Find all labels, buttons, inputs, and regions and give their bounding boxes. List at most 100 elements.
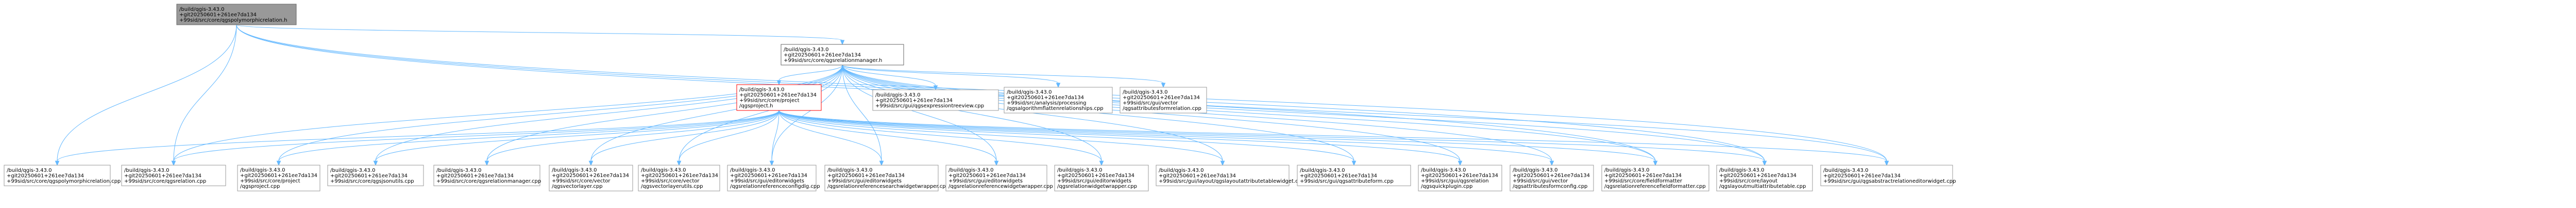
node-box	[1716, 165, 1813, 191]
dependency-edge	[842, 65, 938, 91]
edge-line	[486, 110, 779, 162]
graph-node[interactable]: /build/qgis-3.43.0+git20250601+261ee7da1…	[1716, 165, 1813, 191]
dependency-edge	[842, 65, 1061, 88]
node-label-line: +99sid/src/gui/qgsattributeform.cpp	[1300, 179, 1394, 184]
node-label-line: +99sid/src/core/project	[240, 179, 300, 184]
dependency-edge	[778, 110, 1357, 166]
dependency-edge	[778, 110, 1658, 166]
node-label-line: +99sid/src/gui/vector	[1513, 179, 1568, 184]
dependency-edge	[588, 110, 779, 166]
node-label-line: +99sid/src/gui/editorwidgets	[827, 179, 902, 184]
node-label-line: +git20250601+261ee7da134	[730, 173, 807, 179]
dependency-edge	[842, 65, 1889, 166]
edge-line	[57, 24, 237, 162]
node-label-line: +git20250601+261ee7da134	[436, 173, 514, 179]
dependency-edge	[484, 110, 779, 166]
graph-node[interactable]: /build/qgis-3.43.0+git20250601+261ee7da1…	[1054, 165, 1149, 191]
dependency-edge	[778, 110, 1463, 166]
edge-line	[842, 65, 1164, 84]
node-box	[945, 165, 1047, 191]
node-label-line: /qgsvectorlayerutils.cpp	[641, 184, 703, 189]
node-label-line: /qgsrelationreferencewidgetwrapper.cpp	[948, 184, 1053, 189]
edge-line	[278, 110, 779, 162]
graph-node[interactable]: /build/qgis-3.43.0+git20250601+261ee7da1…	[1297, 165, 1411, 186]
graph-node[interactable]: /build/qgis-3.43.0+git20250601+261ee7da1…	[638, 165, 720, 191]
graph-node[interactable]: /build/qgis-3.43.0+git20250601+261ee7da1…	[1120, 87, 1207, 114]
dependency-edge	[236, 24, 845, 45]
edge-line	[842, 65, 1102, 162]
edge-arrowhead	[1161, 83, 1166, 88]
node-label-line: +99sid/src/gui/qgsrelation	[1421, 179, 1489, 184]
edge-line	[173, 24, 237, 162]
graph-node[interactable]: /build/qgis-3.43.0+git20250601+261ee7da1…	[1418, 165, 1502, 191]
dependency-edge	[778, 110, 1225, 166]
dependency-edge	[778, 110, 1104, 166]
edges-layer	[55, 24, 1889, 166]
edge-arrowhead	[1056, 83, 1061, 88]
edge-line	[771, 110, 779, 162]
node-label-line: /build/qgis-3.43.0	[1007, 90, 1052, 95]
node-label-line: /build/qgis-3.43.0	[641, 168, 686, 173]
dependency-edge	[776, 65, 843, 86]
edge-arrowhead	[1099, 161, 1104, 166]
edge-arrowhead	[879, 161, 884, 166]
graph-node[interactable]: /build/qgis-3.43.0+git20250601+261ee7da1…	[727, 165, 820, 191]
node-label-line: +99sid/src/gui/layout/qgslayoutattribute…	[1159, 179, 1304, 184]
node-label-line: /build/qgis-3.43.0	[1159, 168, 1204, 173]
graph-node-root[interactable]: /build/qgis-3.43.0+git20250601+261ee7da1…	[176, 4, 297, 25]
graph-node-highlighted[interactable]: /build/qgis-3.43.0+git20250601+261ee7da1…	[736, 84, 822, 111]
graph-node[interactable]: /build/qgis-3.43.0+git20250601+261ee7da1…	[121, 165, 226, 186]
graph-node[interactable]: /build/qgis-3.43.0+git20250601+261ee7da1…	[824, 165, 949, 191]
graph-node[interactable]: /build/qgis-3.43.0+git20250601+261ee7da1…	[781, 44, 904, 66]
graph-node[interactable]: /build/qgis-3.43.0+git20250601+261ee7da1…	[1004, 87, 1113, 114]
node-label-line: +99sid/src/gui/editorwidgets	[730, 179, 804, 184]
dependency-edge	[842, 65, 1767, 166]
node-label-line: +99sid/src/core/qgsrelationmanager.cpp	[436, 179, 541, 184]
node-label-line: +git20250601+261ee7da134	[1123, 95, 1200, 101]
graph-node[interactable]: /build/qgis-3.43.0+git20250601+261ee7da1…	[549, 165, 633, 191]
edge-line	[842, 65, 1765, 162]
edge-arrowhead	[1549, 161, 1554, 166]
edge-line	[486, 65, 843, 162]
edge-line	[375, 110, 779, 162]
graph-node[interactable]: /build/qgis-3.43.0+git20250601+261ee7da1…	[4, 165, 121, 186]
edge-line	[57, 110, 779, 162]
node-label-line: /build/qgis-3.43.0	[1123, 90, 1167, 95]
graph-node[interactable]: /build/qgis-3.43.0+git20250601+261ee7da1…	[1156, 165, 1304, 186]
graph-node[interactable]: /build/qgis-3.43.0+git20250601+261ee7da1…	[327, 165, 424, 186]
edge-arrowhead	[276, 161, 281, 166]
node-label-line: /build/qgis-3.43.0	[552, 168, 597, 173]
dependency-edge	[778, 110, 884, 166]
node-label-line: /build/qgis-3.43.0	[739, 87, 784, 93]
graph-node[interactable]: /build/qgis-3.43.0+git20250601+261ee7da1…	[1601, 165, 1709, 191]
node-label-line: /build/qgis-3.43.0	[948, 168, 993, 173]
graph-node[interactable]: /build/qgis-3.43.0+git20250601+261ee7da1…	[1820, 165, 1956, 186]
node-box	[1054, 165, 1149, 191]
graph-node[interactable]: /build/qgis-3.43.0+git20250601+261ee7da1…	[872, 89, 999, 111]
node-label-line: /build/qgis-3.43.0	[1823, 168, 1868, 173]
node-label-line: +99sid/src/core/qgspolymorphicrelation.h	[179, 18, 287, 23]
node-box	[237, 165, 320, 191]
node-label-line: /qgsproject.h	[739, 103, 773, 109]
edge-arrowhead	[776, 80, 782, 86]
dependency-edge	[171, 110, 779, 166]
node-label-line: +99sid/src/core/qgsrelationmanager.h	[784, 58, 882, 63]
node-label-line: +git20250601+261ee7da134	[784, 52, 861, 58]
edge-line	[842, 65, 882, 162]
node-label-line: /build/qgis-3.43.0	[240, 168, 285, 173]
node-label-line: +git20250601+261ee7da134	[240, 173, 317, 179]
graph-node[interactable]: /build/qgis-3.43.0+git20250601+261ee7da1…	[945, 165, 1053, 191]
node-box	[1120, 87, 1207, 114]
dependency-edge	[769, 65, 843, 166]
node-label-line: /build/qgis-3.43.0	[1057, 168, 1102, 173]
node-label-line: /build/qgis-3.43.0	[827, 168, 872, 173]
edge-line	[842, 65, 1887, 162]
dependency-edge	[676, 110, 779, 166]
node-label-line: +99sid/src/core/qgspolymorphicrelation.c…	[7, 179, 121, 184]
graph-node[interactable]: /build/qgis-3.43.0+git20250601+261ee7da1…	[433, 165, 541, 186]
dependency-edge	[769, 110, 779, 166]
graph-node[interactable]: /build/qgis-3.43.0+git20250601+261ee7da1…	[237, 165, 320, 191]
graph-node[interactable]: /build/qgis-3.43.0+git20250601+261ee7da1…	[1510, 165, 1594, 191]
edge-line	[778, 65, 843, 81]
